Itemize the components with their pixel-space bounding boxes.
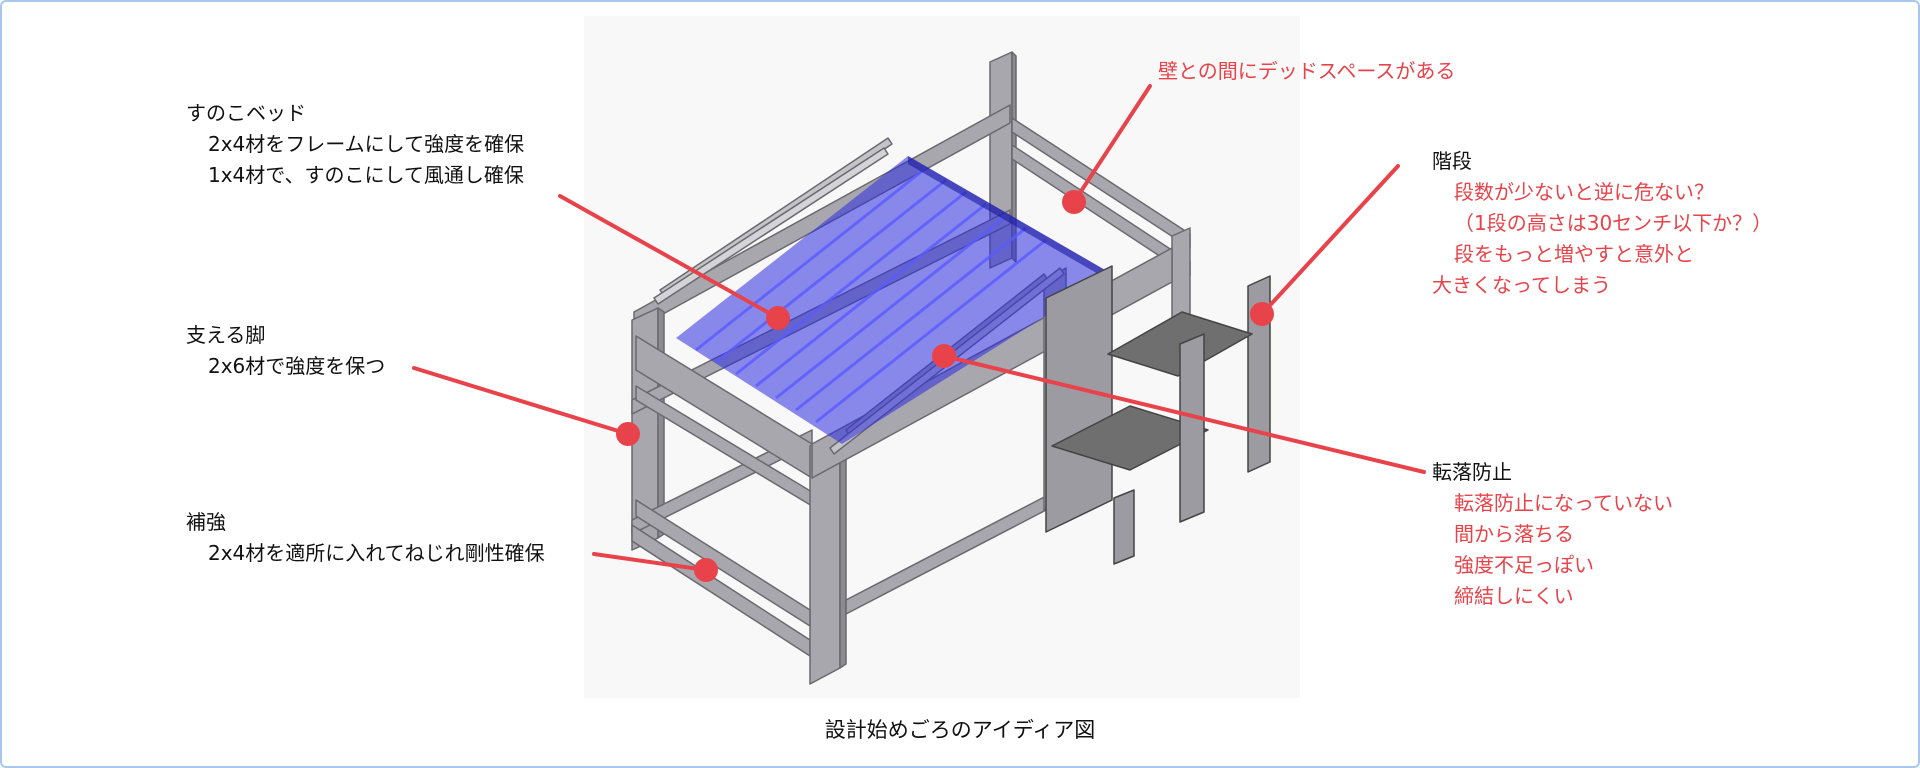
annotation-deadspace-title: 壁との間にデッドスペースがある xyxy=(1158,59,1456,83)
dot-stairs xyxy=(1250,302,1274,326)
annotation-stairs-last: 大きくなってしまう xyxy=(1432,273,1611,297)
dot-sunoko xyxy=(766,306,790,330)
leader-reinforce xyxy=(592,552,708,572)
annotation-legs-line: 2x6材で強度を保つ xyxy=(208,354,386,378)
dot-legs xyxy=(616,422,640,446)
dot-deadspace xyxy=(1062,190,1086,214)
annotation-reinforce: 補強 2x4材を適所に入れてねじれ剛性確保 xyxy=(186,507,545,569)
annotation-fallguard-line: 転落防止になっていない xyxy=(1454,491,1673,515)
annotation-stairs: 階段 段数が少ないと逆に危ない？ （1段の高さは30センチ以下か？） 段をもっと… xyxy=(1432,146,1772,301)
annotation-reinforce-line: 2x4材を適所に入れてねじれ剛性確保 xyxy=(208,541,545,565)
leader-fallguard xyxy=(942,354,1426,474)
annotation-stairs-line: 段をもっと増やすと意外と xyxy=(1454,242,1694,266)
leader-sunoko xyxy=(558,194,780,320)
figure-caption: 設計始めごろのアイディア図 xyxy=(824,718,1096,742)
stairs xyxy=(1045,265,1271,565)
annotation-deadspace: 壁との間にデッドスペースがある xyxy=(1158,56,1455,87)
annotation-legs: 支える脚 2x6材で強度を保つ xyxy=(186,320,385,382)
annotation-reinforce-title: 補強 xyxy=(186,510,226,534)
annotation-fallguard-line: 締結しにくい xyxy=(1454,584,1574,608)
annotation-fallguard-line: 間から落ちる xyxy=(1454,522,1574,546)
dot-reinforce xyxy=(694,558,718,582)
annotation-stairs-line: （1段の高さは30センチ以下か？） xyxy=(1454,211,1773,235)
annotation-sunoko-title: すのこベッド xyxy=(186,101,306,125)
annotation-stairs-title: 階段 xyxy=(1432,149,1472,173)
leader-dots xyxy=(616,190,1274,582)
annotation-fallguard-title: 転落防止 xyxy=(1432,460,1512,484)
slats xyxy=(676,156,1112,444)
leader-legs xyxy=(412,366,630,436)
annotation-fallguard-line: 強度不足っぽい xyxy=(1454,553,1594,577)
annotation-fallguard: 転落防止 転落防止になっていない 間から落ちる 強度不足っぽい 締結しにくい xyxy=(1432,457,1673,612)
annotation-sunoko-line: 1x4材で、すのこにして風通し確保 xyxy=(208,163,524,187)
annotation-sunoko-line: 2x4材をフレームにして強度を確保 xyxy=(208,132,525,156)
annotation-sunoko: すのこベッド 2x4材をフレームにして強度を確保 1x4材で、すのこにして風通し… xyxy=(186,98,524,191)
annotation-legs-title: 支える脚 xyxy=(186,323,266,347)
annotation-stairs-line: 段数が少ないと逆に危ない？ xyxy=(1454,180,1714,204)
leader-lines xyxy=(412,84,1426,572)
leader-deadspace xyxy=(1072,84,1152,204)
leader-stairs xyxy=(1260,164,1400,316)
dot-fallguard xyxy=(932,344,956,368)
